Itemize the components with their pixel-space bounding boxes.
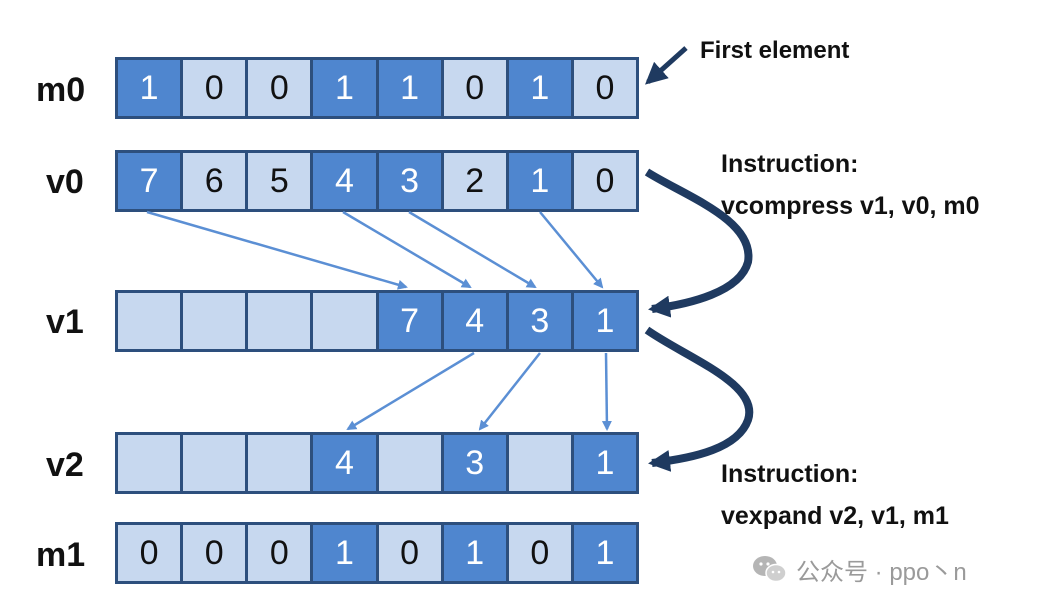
m1-cell-5: 1 <box>443 525 509 581</box>
compress-arrow-3 <box>408 210 537 289</box>
m0-cell-7: 0 <box>573 60 636 116</box>
compress-instruction-text: vcompress v1, v0, m0 <box>721 192 980 220</box>
expand-arrow-4 <box>346 351 475 431</box>
compress-arrow-4 <box>342 210 472 289</box>
v1-cell-6: 3 <box>508 293 574 349</box>
first-element-label: First element <box>700 37 850 64</box>
v1-cell-1 <box>183 293 249 349</box>
v0-cell-3: 4 <box>313 153 379 209</box>
v1-cell-0 <box>118 293 184 349</box>
first-element-arrow <box>645 46 688 85</box>
compress-instruction-title: Instruction: <box>721 150 859 178</box>
register-v2: 4 3 1 <box>115 432 639 494</box>
m1-cell-3: 1 <box>313 525 379 581</box>
m1-cell-4: 0 <box>378 525 444 581</box>
expand-arrow-1 <box>601 352 612 431</box>
m0-cell-4: 1 <box>378 60 444 116</box>
v1-cell-7: 1 <box>573 293 636 349</box>
v1-cell-3 <box>313 293 379 349</box>
m1-cell-0: 0 <box>118 525 184 581</box>
v2-cell-6 <box>508 435 574 491</box>
expand-instruction-title: Instruction: <box>721 460 859 488</box>
v2-cell-2 <box>248 435 314 491</box>
compress-arrow-1 <box>539 211 604 289</box>
wechat-icon <box>753 556 787 583</box>
register-label-v2: v2 <box>46 446 84 484</box>
v2-cell-4 <box>378 435 444 491</box>
m0-cell-2: 0 <box>248 60 314 116</box>
v2-cell-0 <box>118 435 184 491</box>
m0-cell-6: 1 <box>508 60 574 116</box>
m0-cell-3: 1 <box>313 60 379 116</box>
m0-cell-0: 1 <box>118 60 184 116</box>
watermark: 公众号 · ppo丶n <box>752 553 967 586</box>
v0-cell-5: 2 <box>443 153 509 209</box>
v2-cell-3: 4 <box>313 435 379 491</box>
compress-arrow-7 <box>146 210 408 290</box>
expand-instruction-text: vexpand v2, v1, m1 <box>721 502 949 530</box>
v2-cell-7: 1 <box>573 435 636 491</box>
register-label-m1: m1 <box>36 536 86 574</box>
expand-arrow-3 <box>478 352 541 431</box>
m1-cell-2: 0 <box>248 525 314 581</box>
v1-cell-5: 4 <box>443 293 509 349</box>
m0-cell-1: 0 <box>183 60 249 116</box>
m0-cell-5: 0 <box>443 60 509 116</box>
v0-cell-0: 7 <box>118 153 184 209</box>
register-label-m0: m0 <box>36 71 86 109</box>
v2-cell-1 <box>183 435 249 491</box>
expand-curve-arrow <box>644 326 754 472</box>
watermark-text: 公众号 · ppo丶n <box>796 558 967 586</box>
register-label-v0: v0 <box>46 163 84 201</box>
v1-cell-2 <box>248 293 314 349</box>
v0-cell-2: 5 <box>248 153 314 209</box>
m1-cell-7: 1 <box>573 525 636 581</box>
v0-cell-1: 6 <box>183 153 249 209</box>
v0-cell-4: 3 <box>378 153 444 209</box>
m1-cell-6: 0 <box>508 525 574 581</box>
m1-cell-1: 0 <box>183 525 249 581</box>
v0-cell-6: 1 <box>508 153 574 209</box>
register-label-v1: v1 <box>46 303 84 341</box>
v1-cell-4: 7 <box>378 293 444 349</box>
v0-cell-7: 0 <box>573 153 636 209</box>
v2-cell-5: 3 <box>443 435 509 491</box>
compress-curve-arrow <box>644 168 753 318</box>
